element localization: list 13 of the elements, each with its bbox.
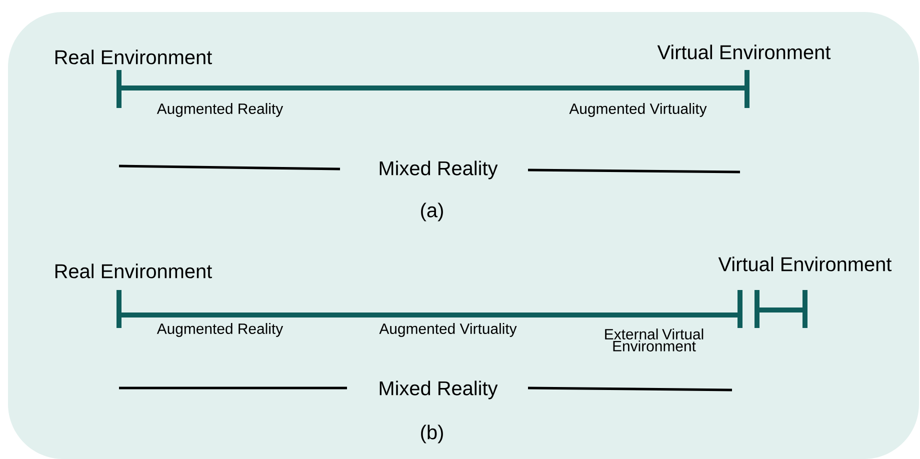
range-label: Mixed Reality [380,380,498,400]
panel-caption: (b) [421,424,443,444]
panel-caption: (a) [421,202,443,222]
scale-end-label: Virtual Environment [657,44,831,60]
region-label: External Virtual Environment [605,328,704,352]
region-label: Augmented Virtuality [569,103,707,117]
region-label: Augmented Reality [156,103,284,117]
scale-end-label: Real Environment [55,50,212,64]
region-label: Augmented Reality [156,323,284,337]
scale-end-label: Real Environment [55,264,212,278]
range-label: Mixed Reality [380,160,498,180]
region-label: Augmented Virtuality [379,323,517,337]
scale-end-label: Virtual Environment [718,256,892,272]
